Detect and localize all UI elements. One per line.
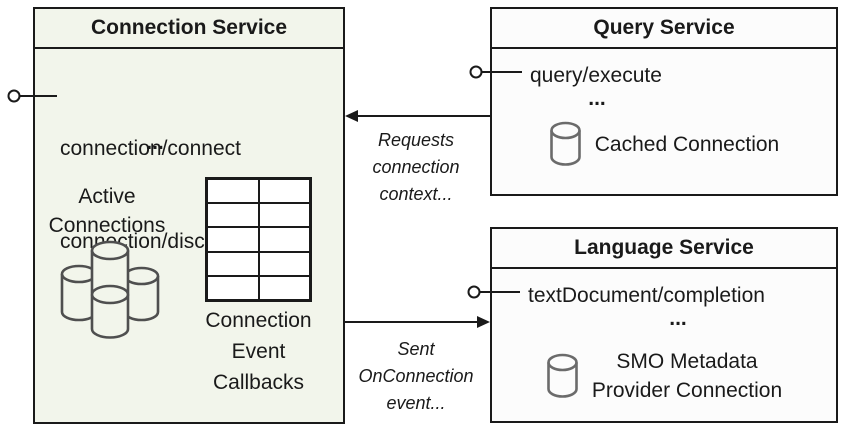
language-service-title: Language Service bbox=[492, 229, 836, 269]
table-cell bbox=[258, 251, 310, 276]
table-cell bbox=[258, 179, 310, 204]
table-cell bbox=[207, 179, 259, 204]
smo-metadata-row: SMO Metadata Provider Connection bbox=[492, 347, 836, 405]
method-query-execute: query/execute bbox=[530, 64, 662, 87]
right-arrowhead-icon bbox=[477, 316, 490, 328]
active-connections-label: Active Connections bbox=[48, 185, 166, 237]
cached-connection-label: Cached Connection bbox=[594, 132, 780, 156]
table-cell bbox=[258, 275, 310, 300]
table-cell bbox=[207, 251, 259, 276]
language-interface-lollipop bbox=[467, 285, 481, 299]
connection-interface-lollipop bbox=[7, 89, 21, 103]
table-cell bbox=[207, 227, 259, 252]
requests-connection-context-label: Requests connection context... bbox=[372, 130, 460, 204]
query-methods-ellipsis: ... bbox=[588, 87, 606, 110]
table-cell bbox=[258, 203, 310, 228]
query-service-title: Query Service bbox=[492, 9, 836, 49]
connection-service-title: Connection Service bbox=[35, 9, 343, 49]
language-service-box: Language Service textDocument/completion… bbox=[490, 227, 838, 423]
sent-onconnection-event-label: Sent OnConnection event... bbox=[358, 339, 474, 413]
database-cylinder-icon bbox=[549, 121, 581, 166]
cached-connection-row: Cached Connection bbox=[492, 121, 836, 167]
database-cylinder-icon bbox=[547, 353, 578, 398]
connection-service-box: Connection Service connection/connect co… bbox=[33, 7, 345, 424]
table-cell bbox=[207, 275, 259, 300]
smo-metadata-provider-connection-label: SMO Metadata Provider Connection bbox=[591, 350, 783, 402]
language-methods-ellipsis: ... bbox=[669, 307, 687, 330]
connection-event-callbacks-label: Connection Event Callbacks bbox=[205, 309, 312, 394]
table-cell bbox=[207, 203, 259, 228]
methods-ellipsis: ... bbox=[146, 131, 164, 154]
table-cell bbox=[258, 227, 310, 252]
query-service-box: Query Service query/execute ... Cached C… bbox=[490, 7, 838, 196]
query-interface-lollipop bbox=[469, 65, 483, 79]
left-arrowhead-icon bbox=[345, 110, 358, 122]
active-connections-cylinders-icon bbox=[60, 240, 160, 339]
method-connection-connect: connection/connect bbox=[60, 137, 241, 160]
method-textdocument-completion: textDocument/completion bbox=[528, 284, 765, 307]
callbacks-table bbox=[205, 177, 312, 302]
